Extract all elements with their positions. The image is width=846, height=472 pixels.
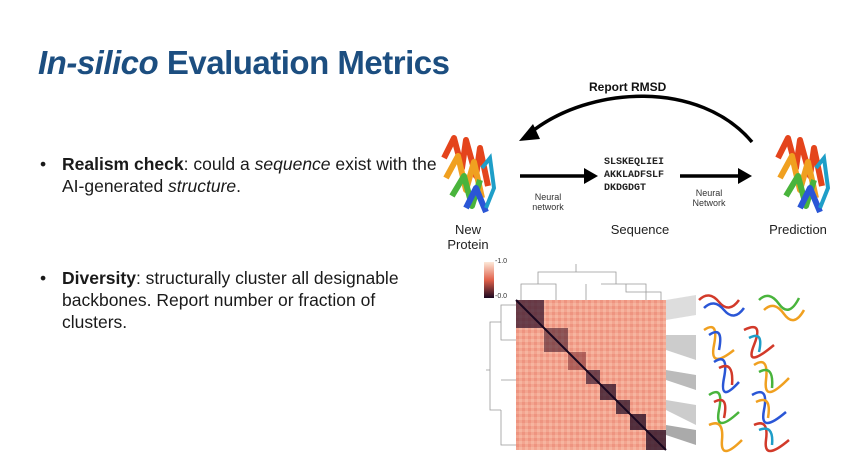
- new-protein-label: New Protein: [447, 222, 489, 252]
- neural-network-right-label: Neural Network: [692, 188, 726, 208]
- sequence-text: SLSKEQLIEI AKKLADFSLF DKDGDGT: [604, 156, 664, 195]
- similarity-heatmap: [515, 299, 667, 451]
- neural-network-left-label: Neural network: [532, 192, 564, 212]
- bullet-dot: •: [40, 268, 47, 288]
- bullet-italic: sequence: [254, 154, 331, 174]
- bullet-italic: structure: [168, 176, 237, 196]
- bullet-dot: •: [40, 154, 47, 174]
- prediction-label: Prediction: [769, 222, 827, 237]
- bullet-text: exist with the AI-generated: [62, 154, 437, 196]
- top-dendrogram: [520, 264, 662, 300]
- slide-title: In-silico Evaluation Metrics: [38, 44, 450, 82]
- left-dendrogram: [486, 304, 516, 446]
- bullet-text: .: [236, 176, 241, 196]
- bullet-bold: Realism check: [62, 154, 184, 174]
- cluster-structures-icon: [698, 294, 806, 453]
- sequence-line: AKKLADFSLF: [604, 170, 665, 181]
- protein-structure-icon: [441, 135, 497, 214]
- sequence-label: Sequence: [610, 222, 670, 237]
- title-rest: Evaluation Metrics: [158, 44, 450, 81]
- title-italic: In-silico: [38, 44, 159, 81]
- colorbar-max: -1.0: [495, 258, 508, 265]
- report-rmsd-label: Report RMSD: [589, 80, 667, 94]
- bullet-bold: Diversity: [62, 268, 136, 288]
- bullet-text: : structurally cluster all designable ba…: [62, 268, 399, 332]
- bullet-text: : could a: [183, 154, 255, 174]
- sequence-line: DKDGDGT: [604, 183, 647, 194]
- prediction-structure-icon: [775, 135, 831, 214]
- colorbar-min: -0.0: [495, 293, 508, 300]
- sequence-line: SLSKEQLIEI: [604, 157, 665, 168]
- heatmap-colorbar: [484, 262, 494, 298]
- cluster-connectors: [666, 295, 696, 445]
